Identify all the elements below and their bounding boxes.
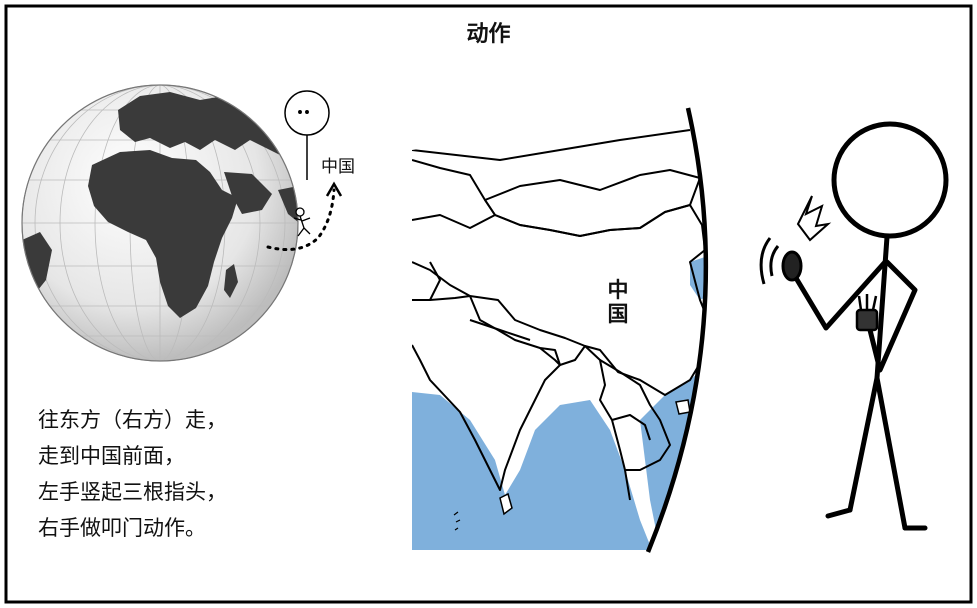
instructions: 往东方（右方）走， 走到中国前面， 左手竖起三根指头， 右手做叩门动作。: [38, 402, 227, 546]
asia-map: [412, 107, 709, 553]
instruction-line-3: 左手竖起三根指头，: [38, 480, 227, 504]
page-title: 动作: [466, 22, 511, 47]
map-china-label: 中 国: [606, 278, 630, 326]
three-fingers-icon: [855, 294, 879, 332]
tiny-figure-icon: [293, 207, 311, 237]
instruction-line-4: 右手做叩门动作。: [38, 516, 206, 540]
frame-border: [4, 4, 973, 604]
path-arrow: [266, 181, 343, 251]
instruction-line-2: 走到中国前面，: [38, 444, 185, 468]
map-china-char-1: 中: [607, 278, 629, 302]
small-figure: [284, 90, 330, 180]
globe: [21, 84, 299, 362]
knock-fist-icon: [759, 195, 832, 285]
globe-china-label: 中国: [321, 157, 355, 177]
earth-curve: [645, 107, 709, 553]
instruction-line-1: 往东方（右方）走，: [38, 408, 227, 432]
sea-area: [412, 392, 652, 550]
stick-figure: [793, 121, 949, 531]
map-china-char-2: 国: [607, 302, 629, 326]
